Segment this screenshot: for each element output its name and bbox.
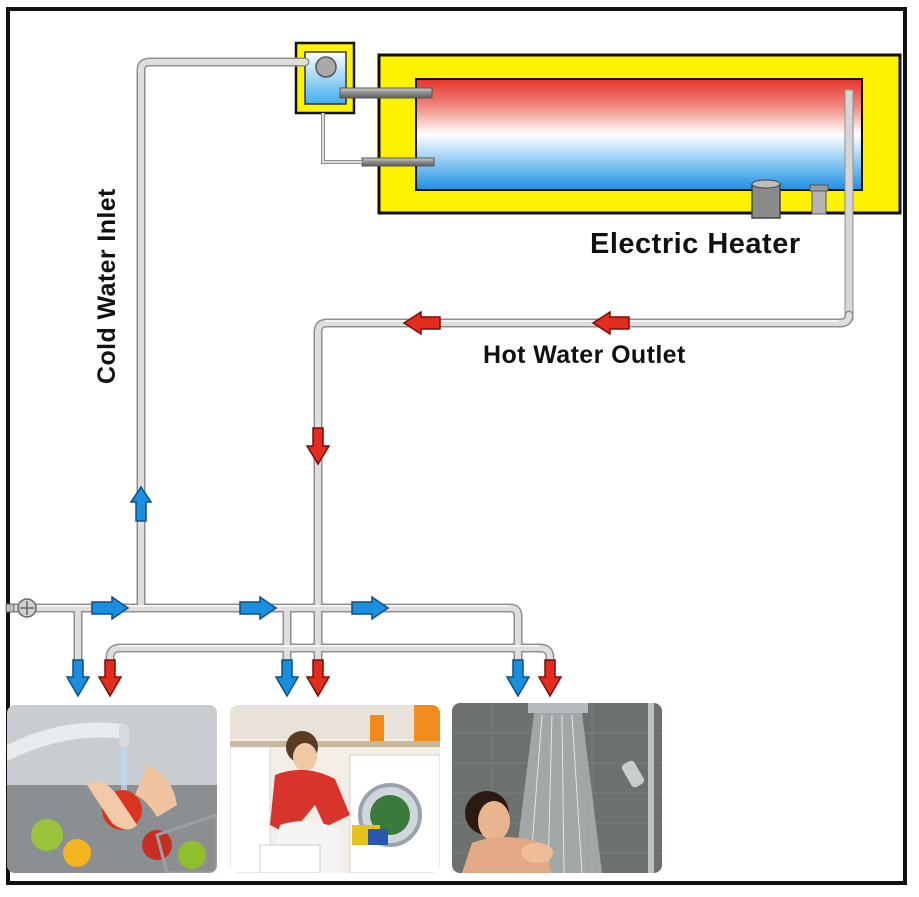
water-tank [377,53,902,321]
cold-arrow-up-icon [129,485,153,522]
hot-arrow-left-icon [591,310,630,336]
hot-arrow-down-icon [537,659,563,698]
heating-element-icon [751,179,781,219]
thermostat-icon [809,184,829,215]
cold-arrow-down-icon [65,659,91,698]
hot-arrow-down-icon [97,659,123,698]
control-box [294,41,435,167]
hot-flow-arrows [97,310,630,698]
washing-machine-icon [230,705,440,873]
pipes [7,57,854,665]
cold-arrow-down-icon [274,659,300,698]
shower-photo [452,703,662,873]
cold-arrow-right-icon [91,595,130,621]
kitchen-sink-icon [7,705,217,873]
hot-arrow-down-icon [305,659,331,698]
hot-water-outlet-label: Hot Water Outlet [483,341,686,369]
kitchen-sink-photo [7,705,217,873]
cold-arrow-right-icon [239,595,278,621]
hot-arrow-down-icon [305,427,331,466]
electric-heater-label: Electric Heater [590,228,801,260]
hot-arrow-left-icon [402,310,441,336]
cold-flow-arrows [65,485,531,698]
cold-arrow-down-icon [505,659,531,698]
cold-arrow-right-icon [351,595,390,621]
valve-icon[interactable] [5,598,37,618]
laundry-photo [230,705,440,873]
shower-icon [452,703,662,873]
cold-water-inlet-label: Cold Water Inlet [93,188,121,384]
